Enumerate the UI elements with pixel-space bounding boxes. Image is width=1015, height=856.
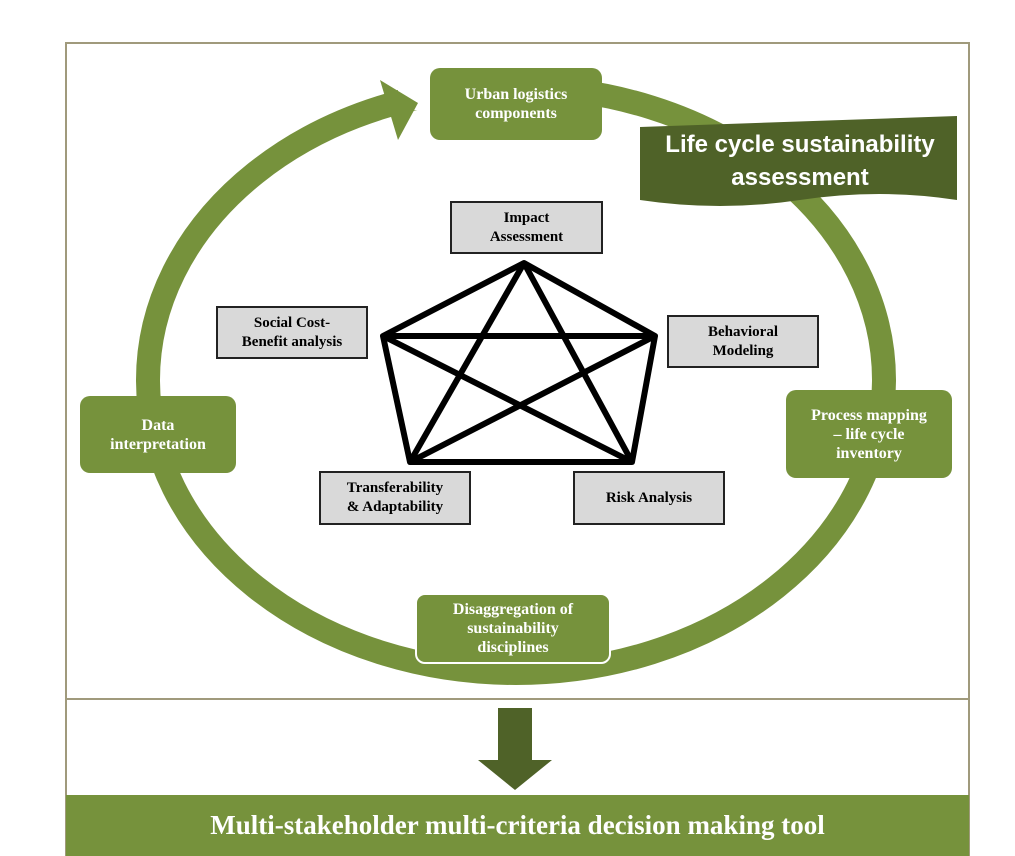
pentagon-outline [380,260,658,465]
node-data-interpretation: Data interpretation [80,396,236,473]
node-risk-analysis-label: Risk Analysis [605,489,693,506]
node-disaggregation-label: Disaggregation of sustainability discipl… [452,601,574,656]
node-urban-logistics-label: Urban logistics components [464,86,568,122]
node-transferability-label: Transferability & Adaptability [346,480,444,515]
node-disaggregation: Disaggregation of sustainability discipl… [415,593,611,664]
node-process-mapping: Process mapping – life cycle inventory [786,390,952,478]
banner-ribbon [640,116,957,206]
node-social-cost-benefit: Social Cost- Benefit analysis [216,306,368,359]
node-impact-assessment: Impact Assessment [450,201,603,254]
node-behavioral-modeling: Behavioral Modeling [667,315,819,368]
decision-tool-label: Multi-stakeholder multi-criteria decisio… [210,810,825,840]
star-line [407,261,527,464]
decision-tool-bar: Multi-stakeholder multi-criteria decisio… [66,795,969,856]
node-urban-logistics: Urban logistics components [430,68,602,140]
down-arrow [478,708,552,790]
star-line [408,333,657,465]
node-social-cost-benefit-label: Social Cost- Benefit analysis [241,314,343,350]
node-risk-analysis: Risk Analysis [573,471,725,525]
node-transferability: Transferability & Adaptability [319,471,471,525]
node-data-interpretation-label: Data interpretation [110,416,206,453]
cycle-arrowhead [380,80,418,140]
node-impact-assessment-label: Impact Assessment [489,209,564,245]
node-process-mapping-label: Process mapping – life cycle inventory [811,406,927,462]
star-line [381,333,634,465]
banner-title: Life cycle sustainability assessment [665,131,935,191]
pentagon-star [380,260,658,465]
node-behavioral-modeling-label: Behavioral Modeling [708,323,778,359]
star-line [521,261,635,464]
outer-frame [65,42,970,856]
